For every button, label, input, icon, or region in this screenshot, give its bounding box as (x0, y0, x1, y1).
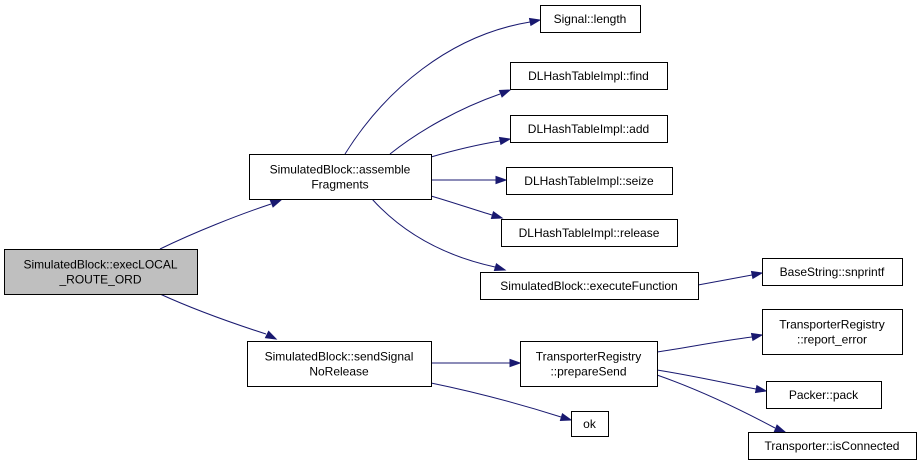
node-label: SimulatedBlock::assemble (270, 163, 411, 177)
edge-sendsig-to-prepsend (431, 358, 522, 368)
edge-assemble-to-release (430, 195, 504, 220)
node-box (501, 219, 678, 247)
node-label: ::prepareSend (550, 365, 626, 379)
node-box (571, 411, 609, 437)
nodes-layer: SimulatedBlock::execLOCAL_ROUTE_ORDSimul… (4, 5, 917, 460)
node-isconn[interactable]: Transporter::isConnected (748, 432, 917, 460)
node-label: Transporter::isConnected (765, 439, 900, 453)
node-find[interactable]: DLHashTableImpl::find (510, 62, 668, 90)
node-box (510, 62, 668, 90)
node-label: DLHashTableImpl::release (519, 226, 660, 240)
edge-assemble-to-add (430, 136, 512, 158)
node-box (506, 167, 673, 195)
edge-prepsend-to-reperr (656, 332, 764, 353)
node-release[interactable]: DLHashTableImpl::release (501, 219, 678, 247)
node-label: Signal::length (554, 12, 627, 26)
node-pack[interactable]: Packer::pack (766, 381, 882, 409)
node-label: DLHashTableImpl::find (528, 69, 649, 83)
node-ok[interactable]: ok (571, 411, 609, 437)
node-reperr[interactable]: TransporterRegistry::report_error (762, 309, 903, 355)
node-label: SimulatedBlock::executeFunction (500, 279, 677, 293)
node-box (480, 272, 699, 300)
edge-assemble-to-find (389, 89, 512, 155)
edge-assemble-to-seize (431, 175, 508, 185)
node-label: BaseString::snprintf (780, 265, 885, 279)
node-box (762, 258, 903, 286)
node-box (540, 5, 641, 33)
edge-assemble-to-execfn (371, 198, 507, 272)
node-label: Packer::pack (789, 388, 859, 402)
edge-prepsend-to-pack (656, 369, 768, 394)
node-label: ::report_error (797, 333, 867, 347)
node-box (4, 249, 198, 295)
node-label: SimulatedBlock::sendSignal (265, 350, 414, 364)
edge-sendsig-to-ok (430, 382, 573, 422)
node-label: DLHashTableImpl::add (528, 122, 649, 136)
node-box (748, 432, 917, 460)
node-label: NoRelease (309, 365, 369, 379)
node-seize[interactable]: DLHashTableImpl::seize (506, 167, 673, 195)
edge-root-to-assemble (159, 199, 283, 250)
edges-layer (159, 17, 787, 433)
node-label: _ROUTE_ORD (58, 273, 141, 287)
node-box (510, 115, 668, 143)
node-label: DLHashTableImpl::seize (524, 174, 654, 188)
node-box (247, 341, 432, 387)
node-add[interactable]: DLHashTableImpl::add (510, 115, 668, 143)
node-box (762, 309, 903, 355)
node-label: TransporterRegistry (536, 350, 642, 364)
node-box (249, 154, 432, 200)
edge-assemble-to-siglen (344, 17, 542, 155)
edge-prepsend-to-isconn (656, 374, 787, 433)
node-box (520, 341, 658, 387)
node-snprintf[interactable]: BaseString::snprintf (762, 258, 903, 286)
node-execfn[interactable]: SimulatedBlock::executeFunction (480, 272, 699, 300)
node-siglen[interactable]: Signal::length (540, 5, 641, 33)
node-label: TransporterRegistry (779, 318, 885, 332)
node-label: ok (583, 417, 597, 431)
node-label: Fragments (311, 178, 368, 192)
edge-execfn-to-snprintf (697, 270, 764, 286)
node-prepsend[interactable]: TransporterRegistry::prepareSend (520, 341, 658, 387)
node-label: SimulatedBlock::execLOCAL (23, 258, 177, 272)
node-root[interactable]: SimulatedBlock::execLOCAL_ROUTE_ORD (4, 249, 198, 295)
node-box (766, 381, 882, 409)
edge-root-to-sendsig (159, 293, 278, 340)
